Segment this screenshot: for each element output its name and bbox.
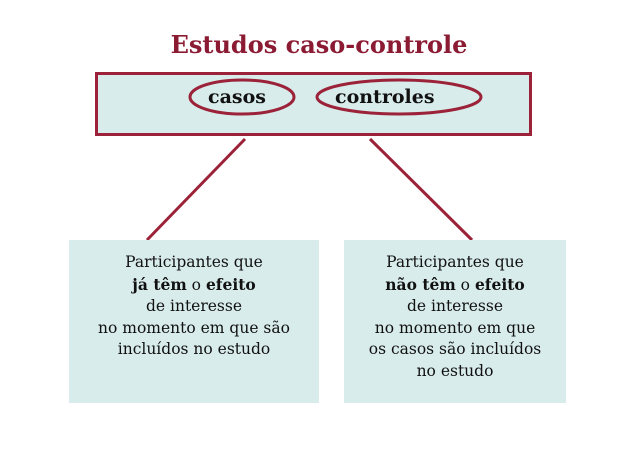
cases-line-2: já têm o efeito — [69, 274, 319, 297]
controls-ellipse — [315, 78, 483, 116]
controls-connector-word: o — [455, 275, 475, 294]
connector-to-controls — [368, 137, 474, 242]
controls-line-3: de interesse — [406, 297, 504, 315]
controls-line-1: Participantes que — [386, 253, 524, 271]
controls-emphasis-effect: efeito — [474, 274, 525, 294]
controls-emphasis-not-have: não têm — [385, 274, 456, 294]
cases-line-3: de interesse — [145, 297, 243, 315]
controls-line-2: não têm o efeito — [344, 274, 566, 297]
cases-description-box: Participantes que já têm o efeito de int… — [69, 240, 319, 403]
connector-to-cases — [145, 137, 247, 242]
groups-box — [95, 72, 532, 136]
cases-connector-word: o — [186, 275, 206, 294]
page-title: Estudos caso-controle — [170, 30, 468, 59]
controls-line-6: no estudo — [416, 361, 494, 380]
controls-line-4: no momento em que — [374, 318, 536, 337]
controls-label: controles — [335, 86, 435, 108]
cases-line-1: Participantes que — [125, 253, 263, 271]
cases-emphasis-effect: efeito — [205, 274, 256, 294]
controls-description-box: Participantes que não têm o efeito de in… — [344, 240, 566, 403]
cases-line-5: incluídos no estudo — [117, 340, 271, 358]
controls-line-5: os casos são incluídos — [368, 340, 542, 358]
cases-line-4: no momento em que são — [98, 318, 290, 337]
cases-emphasis-have: já têm — [132, 274, 187, 294]
cases-ellipse — [188, 78, 296, 116]
cases-label: casos — [208, 86, 266, 108]
